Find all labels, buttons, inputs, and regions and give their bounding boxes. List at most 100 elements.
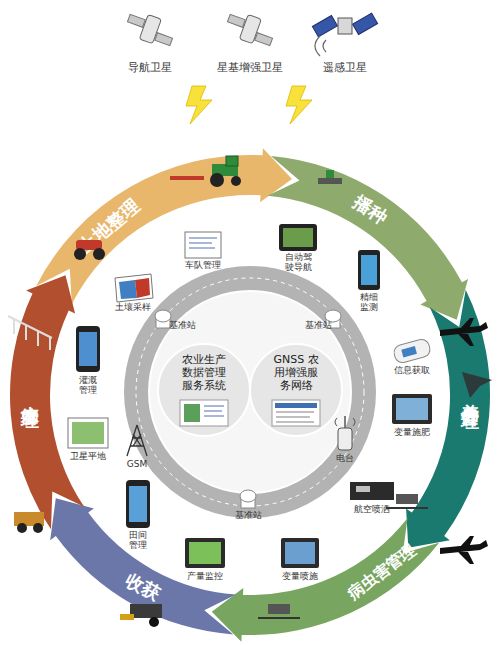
satellite-label: 遥感卫星 [305,62,385,75]
stage-title: 水管理 [21,391,39,400]
device-caption: 卫星平地 [58,452,118,462]
stage-title: 养分管理 [461,389,479,401]
tablet-frame [279,224,317,251]
irrigation-phone [76,326,100,372]
arrow-band [267,156,468,320]
harvester-icon [14,512,44,533]
phone-screen [129,486,147,522]
screen-map [72,422,104,444]
radio-body [338,428,352,450]
phone-frame [76,326,100,372]
phone-frame [358,250,380,290]
device-caption: 自动驾驶导航 [284,253,312,273]
node-outline [3,260,90,534]
satellite-body [338,18,352,34]
monitor-frame [281,538,319,568]
arrow-band [36,148,292,304]
solar-panel [255,33,273,46]
device-caption: 田间管理 [129,531,148,551]
station-label: 基准站 [298,320,338,330]
network-label: GSM [117,459,157,469]
cycle-arrow-segment: 病虫害管理 [207,513,445,642]
map-frame [115,274,153,302]
monitor-screen [189,542,221,564]
device-screen [401,346,417,357]
circle-outline [158,344,250,436]
monitor-screen [285,542,315,564]
dashed-orbit [136,278,364,506]
station-base [156,318,170,328]
screen-frame [185,232,221,258]
radio-icon [335,416,355,450]
sprayer-body [396,494,418,504]
gsm-tower [127,425,147,456]
circle-outline [250,344,342,436]
network-label: 电台 [325,453,365,463]
phone-screen [79,332,97,366]
arrow-band [50,498,236,634]
box-display [356,486,370,492]
inner-disc [150,292,350,492]
solar-panel [312,16,337,37]
satellite-icon [227,14,272,45]
cycle-arrow-segment: 水管理 [3,260,90,534]
station-dome [240,490,256,502]
satellite-body [139,14,161,43]
monitor-frame [185,538,225,568]
combine-header [120,614,134,620]
satellite-body [239,14,261,43]
lightning-bolt [186,86,212,124]
phone-frame [126,480,150,528]
cycle-arrow-segment: 土地整理 [29,148,298,308]
satellite-icon [127,14,172,45]
device-caption: 变量喷施 [270,572,330,582]
spray-monitor [281,538,319,568]
circle-title: 农业生产数据管理服务系统 [179,353,229,392]
circle-title: GNSS 农用增强服务网络 [270,353,322,392]
signal-waves [315,36,326,56]
radio-antenna [344,416,346,428]
arrow-band [406,290,490,548]
box-body [350,482,394,500]
node-outline [31,485,237,642]
leveling-screen [68,418,108,448]
device-body [392,338,431,365]
navigation-tablet [279,224,317,251]
arrow-band [10,275,84,529]
station-label: 基准站 [228,510,268,520]
cycle-arrow-segment: 收获 [31,485,237,642]
service-circle: 农业生产数据管理服务系统 [157,343,251,437]
tablet-screen [283,228,313,247]
service-circle: GNSS 农用增强服务网络 [249,343,343,437]
fleet-screen [185,232,221,258]
yield-monitor [185,538,225,568]
device-caption: 土壤采样 [103,303,163,313]
wheel [33,523,43,533]
aerial-box [350,482,394,500]
network-ring [136,278,364,506]
device-caption: 车队管理 [173,261,233,271]
soil-map [115,274,153,302]
satellite-label: 导航卫星 [110,62,190,75]
base-station-icon [240,490,256,508]
map-zone [119,280,137,299]
harvester-body [14,512,44,526]
info-device [392,338,431,365]
station-label: 基准站 [162,320,202,330]
device-caption: 精细监测 [360,293,379,313]
station-base [241,498,255,508]
field-phone [126,480,150,528]
solar-panel [227,14,245,27]
satellite-icon [312,13,377,56]
device-caption: 产量监控 [175,572,235,582]
solar-panel [155,33,173,46]
map-zone [135,278,150,298]
phone-screen [361,255,377,285]
device-caption: 航空喷洒 [342,505,402,515]
solar-panel [353,13,378,34]
node-outline [207,513,445,642]
solar-panel [127,14,145,27]
monitor-phone [358,250,380,290]
fertilizer-monitor [392,394,432,424]
arrow-band [212,518,439,642]
